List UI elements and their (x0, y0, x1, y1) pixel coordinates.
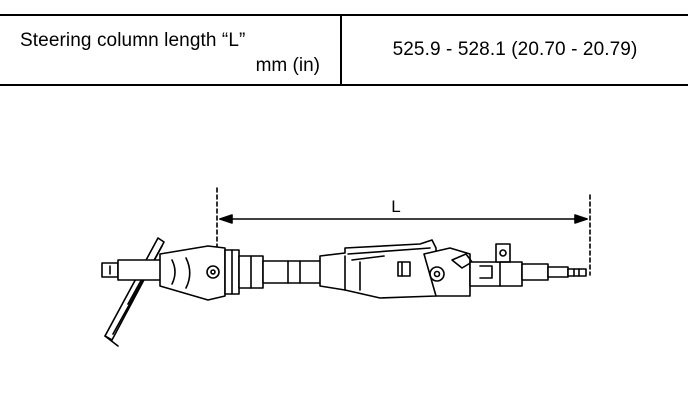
main-shaft (262, 260, 324, 284)
end-shaft-left (101, 259, 165, 281)
upper-housing (319, 239, 437, 299)
spec-value-cell: 525.9 - 528.1 (20.70 - 20.79) (342, 16, 688, 84)
spec-table: Steering column length “L” mm (in) 525.9… (0, 14, 688, 86)
end-shaft-right (521, 263, 587, 281)
steering-column-drawing: L (101, 187, 591, 347)
mounting-bracket (104, 237, 165, 347)
spec-label: Steering column length “L” (20, 30, 246, 51)
spec-label-cell: Steering column length “L” mm (in) (0, 16, 342, 84)
dimension-arrow-left (219, 214, 233, 224)
spec-unit: mm (in) (255, 55, 320, 76)
lower-housing (159, 245, 264, 301)
tilt-mechanism (423, 243, 523, 297)
dimension-label: L (391, 197, 400, 216)
spec-value: 525.9 - 528.1 (20.70 - 20.79) (392, 39, 638, 60)
dimension-arrow-right (574, 214, 588, 224)
